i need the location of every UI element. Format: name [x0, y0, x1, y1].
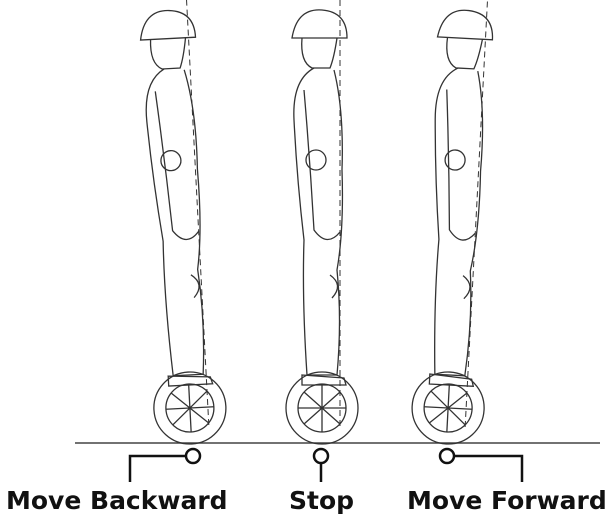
- label-move-backward: Move Backward: [6, 486, 228, 515]
- elbow: [160, 150, 181, 171]
- label-stop: Stop: [289, 486, 354, 515]
- knee: [462, 276, 471, 299]
- wheel-spokes: [165, 383, 215, 433]
- connector-backward: [130, 449, 200, 482]
- rider-figure-forward: [410, 0, 505, 446]
- head: [302, 38, 337, 68]
- label-move-forward: Move Forward: [407, 486, 607, 515]
- rider-figure-stop: [286, 0, 358, 444]
- arm: [439, 89, 483, 240]
- center-of-gravity-line: [187, 0, 210, 429]
- helmet: [292, 10, 347, 38]
- wheel-spokes: [423, 383, 473, 433]
- center-of-gravity-line: [465, 2, 488, 431]
- arm: [304, 90, 340, 240]
- body: [294, 68, 343, 375]
- head: [446, 37, 483, 69]
- body: [144, 67, 209, 376]
- rider-figure-backward: [133, 0, 228, 446]
- head: [150, 38, 187, 70]
- knee: [330, 275, 338, 298]
- connector-stop: [314, 449, 328, 482]
- elbow: [445, 150, 466, 171]
- connector-forward: [440, 449, 522, 482]
- body: [422, 67, 487, 376]
